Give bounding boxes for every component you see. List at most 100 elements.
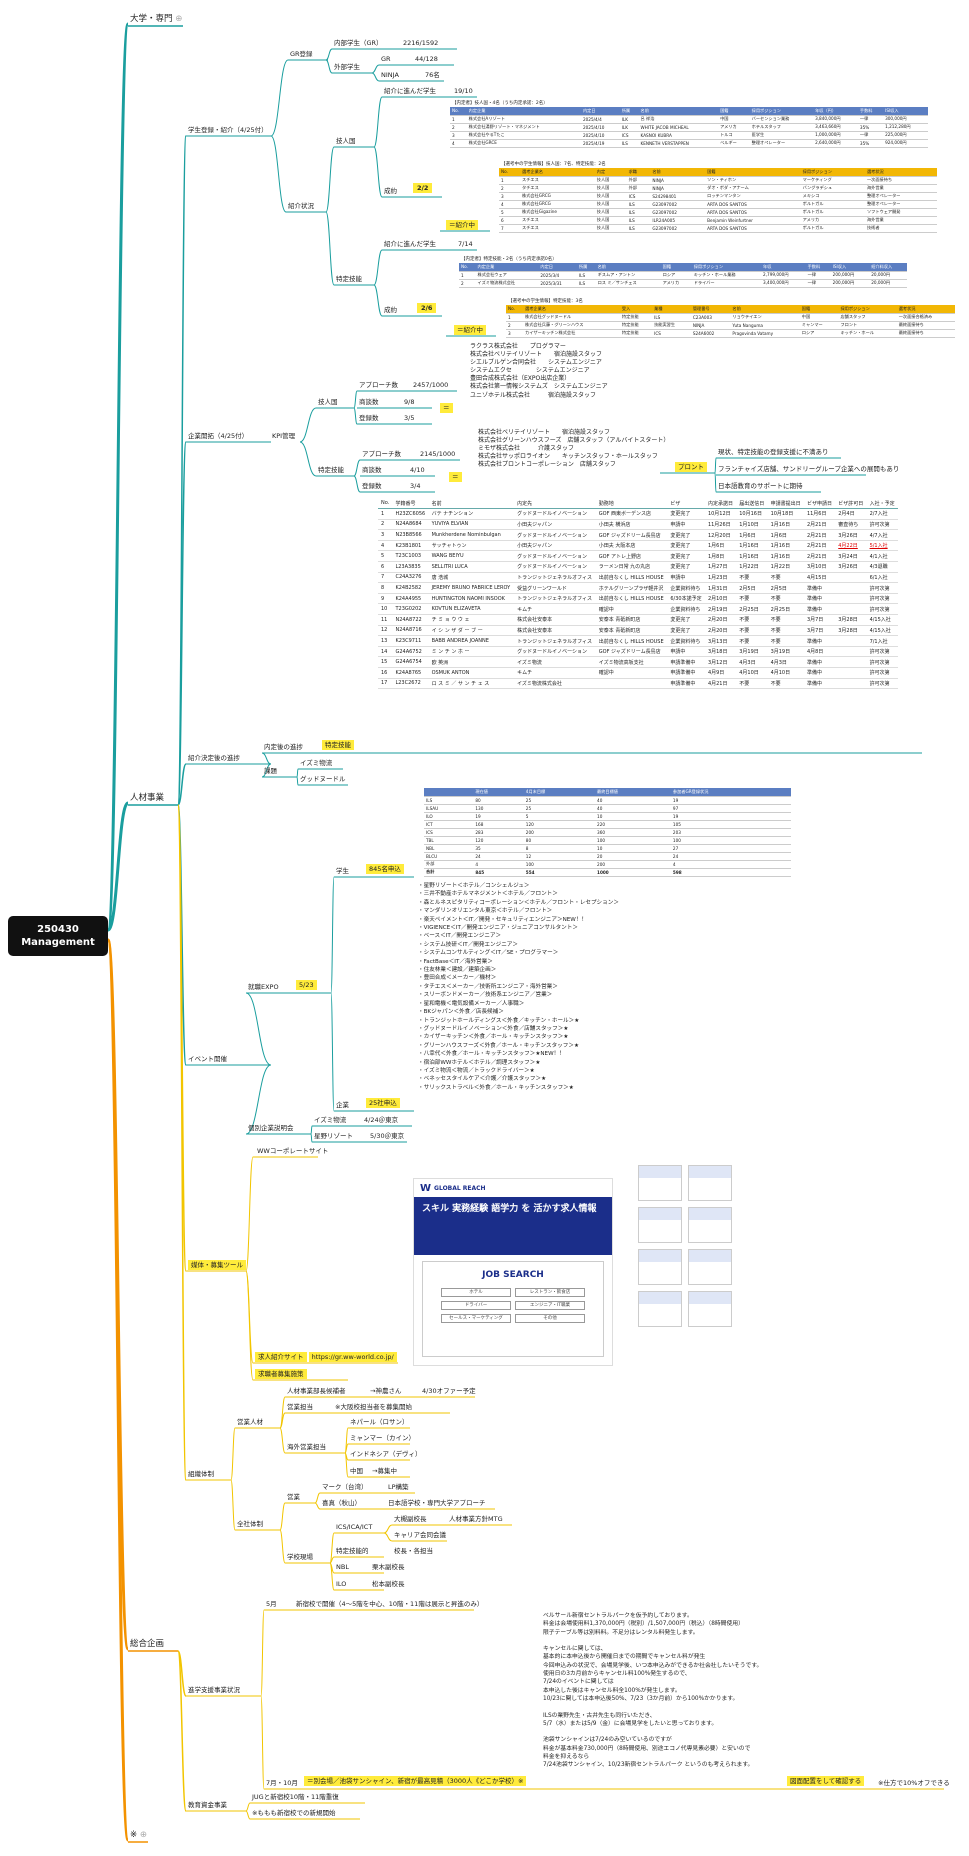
node-jinzai-bucho[interactable]: 人材事業部長候補者 <box>287 1387 346 1395</box>
node-mark[interactable]: マーク（台湾） <box>322 1483 368 1491</box>
node-seiyaku-2[interactable]: 成約 <box>384 306 397 314</box>
node-taketomi[interactable]: 大槻副校長 <box>394 1515 427 1523</box>
pronto-badge[interactable]: プロント <box>675 462 707 472</box>
node-gakusei[interactable]: 学生登録・紹介（4/25付） <box>188 126 268 134</box>
node-kadai[interactable]: 課題 <box>264 767 277 775</box>
job-category-button[interactable]: レストラン・飲食店 <box>515 1288 585 1297</box>
node-approach-tok[interactable]: アプローチ数 <box>362 450 401 458</box>
job-category-button[interactable]: セールス・マーケティング <box>441 1314 511 1323</box>
node-ninja[interactable]: NINJA <box>381 71 399 79</box>
node-shodan-tok[interactable]: 商談数 <box>362 466 382 474</box>
node-jug[interactable]: JUGと新宿校10階・11階重復 <box>252 1793 339 1801</box>
node-kiyoshi[interactable]: 喜真（秋山） <box>322 1499 361 1507</box>
baitai-label[interactable]: 媒体・募集ツール <box>188 1260 246 1270</box>
node-expo-kigyo[interactable]: 企業 <box>336 1101 349 1109</box>
node-naitei-go[interactable]: 内定後の進捗 <box>264 743 303 751</box>
branch-daigaku[interactable]: 大学・専門 ⊕ <box>130 14 182 24</box>
job-category-button[interactable]: その他 <box>515 1314 585 1323</box>
node-eigyo-jinzai[interactable]: 営業人材 <box>237 1418 263 1426</box>
node-fm[interactable]: ※ももも新宿校での新規開始 <box>252 1809 336 1817</box>
node-kaigai[interactable]: 海外営業担当 <box>287 1443 326 1451</box>
job-category-button[interactable]: エンジニア・IT職業 <box>515 1301 585 1310</box>
node-gino[interactable]: 技人国 <box>336 137 356 145</box>
shiryo-label[interactable]: 求職者募集施策 <box>255 1369 307 1379</box>
node-myanmar[interactable]: ミャンマー（カイン） <box>350 1434 415 1442</box>
kyujin-url-link[interactable]: https://gr.ww-world.co.jp/ <box>308 1352 397 1362</box>
node-expo-gakusei[interactable]: 学生 <box>336 867 349 875</box>
node-china[interactable]: 中国 <box>350 1467 363 1475</box>
node-hoshino[interactable]: 星野リゾート <box>314 1132 353 1140</box>
job-category-button[interactable]: ドライバー <box>441 1301 511 1310</box>
node-zensha[interactable]: 全社体制 <box>237 1520 263 1528</box>
node-seiyaku[interactable]: 成約 <box>384 187 397 195</box>
node-nepal[interactable]: ネパール（ロサン） <box>350 1418 409 1426</box>
node-eigyo2[interactable]: 営業 <box>287 1493 300 1501</box>
node-ww[interactable]: WWコーポレートサイト <box>257 1147 329 1155</box>
node-gr-toroku[interactable]: GR登録 <box>290 50 313 58</box>
kyujin-label[interactable]: 求人紹介サイト <box>255 1352 307 1362</box>
node-izumi-ev[interactable]: イズミ物流 <box>314 1116 347 1124</box>
node-school-tokutei[interactable]: 特定技能的 <box>336 1547 369 1555</box>
node-event[interactable]: イベント開催 <box>188 1055 227 1063</box>
node-kigyo[interactable]: 企業開拓（4/25付） <box>188 432 249 440</box>
root-node[interactable]: 250430 Management <box>8 916 108 956</box>
node-eigyo-tanto[interactable]: 営業担当 <box>287 1403 313 1411</box>
job-category-button[interactable]: ホテル <box>441 1288 511 1297</box>
node-nbl[interactable]: NBL <box>336 1563 349 1571</box>
node-ilo[interactable]: ILO <box>336 1580 347 1588</box>
node-kigyo-gino[interactable]: 技人国 <box>318 398 338 406</box>
tokutei-badge[interactable]: 特定技能 <box>322 740 354 750</box>
node-tokutei[interactable]: 特定技能 <box>336 275 362 283</box>
branch-jinzai[interactable]: 人材事業 <box>130 793 165 803</box>
node-shodan-gino[interactable]: 商談数 <box>359 398 379 406</box>
node-shokai-sumi-2[interactable]: 紹介に進んだ学生 <box>384 240 436 248</box>
node-career[interactable]: キャリア会同会議 <box>394 1531 446 1539</box>
node-shingaku[interactable]: 進学支援事業状況 <box>188 1686 240 1694</box>
node-gr[interactable]: GR <box>381 55 391 63</box>
node-indonesia[interactable]: インドネシア（デヴィ） <box>350 1450 422 1458</box>
node-may[interactable]: 5月 <box>266 1600 277 1608</box>
kaijo-badge[interactable]: 図面配置をして確認する <box>787 1776 865 1786</box>
node-shokai[interactable]: 紹介状況 <box>288 202 314 210</box>
node-expo[interactable]: 就職EXPO <box>248 983 279 991</box>
node-kpi[interactable]: KPI管理 <box>272 432 296 440</box>
node-izumi[interactable]: イズミ物流 <box>300 759 333 767</box>
node-ics[interactable]: ICS/ICA/ICT <box>336 1523 373 1531</box>
node-good[interactable]: グッドヌードル <box>300 775 346 783</box>
node-kobetsu[interactable]: 個別企業説明会 <box>248 1124 294 1132</box>
node-soshiki[interactable]: 組織体制 <box>188 1470 214 1478</box>
